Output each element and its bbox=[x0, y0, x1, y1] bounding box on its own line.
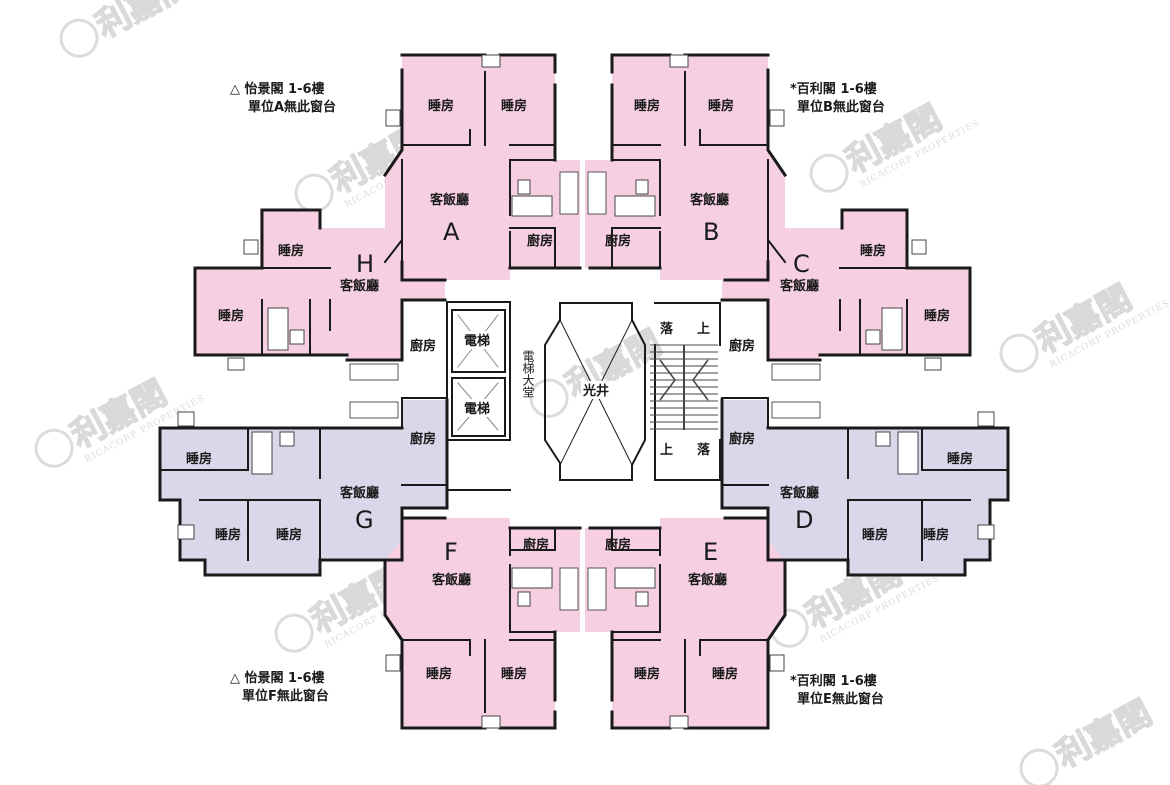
unit-f-kitchen: 廚房 bbox=[523, 537, 549, 553]
lift-2-label: 電梯 bbox=[464, 401, 490, 417]
note-bottom-right-line1: *百利閣 1-6樓 bbox=[790, 673, 877, 689]
unit-d-bedroom-1: 睡房 bbox=[947, 451, 973, 467]
unit-e-bedroom-1: 睡房 bbox=[634, 666, 660, 682]
unit-b-bedroom-1: 睡房 bbox=[634, 98, 660, 114]
unit-g-kitchen: 廚房 bbox=[410, 431, 436, 447]
lift-lobby-label: 電梯大堂 bbox=[521, 350, 535, 398]
unit-f-bedroom-2: 睡房 bbox=[501, 666, 527, 682]
unit-b-bedroom-2: 睡房 bbox=[708, 98, 734, 114]
unit-h-letter: H bbox=[356, 250, 374, 278]
unit-g-bedroom-1: 睡房 bbox=[186, 451, 212, 467]
stair-down-label-1: 落 bbox=[660, 321, 674, 337]
unit-d-floor bbox=[722, 400, 1008, 575]
lift-2-label-bg bbox=[462, 399, 496, 417]
note-top-right-line1: *百利閣 1-6樓 bbox=[790, 81, 877, 97]
unit-c-living: 客飯廳 bbox=[780, 278, 819, 294]
unit-h-kitchen: 廚房 bbox=[410, 338, 436, 354]
walls bbox=[158, 53, 1010, 730]
stair-down-label-2: 落 bbox=[697, 442, 711, 458]
watermark: 利嘉閣 RICACORP PROPERTIES bbox=[999, 277, 1170, 373]
unit-c-letter: C bbox=[793, 250, 810, 278]
note-bottom-right-line2: 單位E無此窗台 bbox=[797, 691, 884, 707]
unit-g-floor bbox=[160, 400, 447, 575]
unit-d-living: 客飯廳 bbox=[780, 485, 819, 501]
unit-g-bedroom-3: 睡房 bbox=[276, 527, 302, 543]
unit-b-kitchen: 廚房 bbox=[605, 233, 631, 249]
unit-a-letter: A bbox=[443, 218, 460, 246]
lift-1-label: 電梯 bbox=[464, 333, 490, 349]
note-top-right-line2: 單位B無此窗台 bbox=[797, 99, 885, 115]
unit-h-floor bbox=[195, 210, 445, 360]
svg-text:利嘉閣: 利嘉閣 bbox=[1050, 693, 1159, 776]
unit-e-kitchen: 廚房 bbox=[605, 537, 631, 553]
unit-a-kitchen: 廚房 bbox=[527, 233, 553, 249]
unit-b-letter: B bbox=[703, 218, 719, 246]
window-boxes bbox=[177, 54, 995, 729]
watermark: 利嘉閣 bbox=[1019, 692, 1159, 785]
unit-g-letter: G bbox=[355, 506, 374, 534]
unit-d-bedroom-2: 睡房 bbox=[862, 527, 888, 543]
svg-text:利嘉閣: 利嘉閣 bbox=[90, 0, 199, 46]
unit-f-bedroom-1: 睡房 bbox=[426, 666, 452, 682]
lift-1-label-bg bbox=[462, 331, 496, 349]
stair-up-label-1: 上 bbox=[697, 322, 710, 337]
unit-d-letter: D bbox=[795, 506, 813, 534]
watermark: 利嘉閣 bbox=[59, 0, 199, 58]
unit-c-bedroom-1: 睡房 bbox=[860, 243, 886, 259]
unit-g-living: 客飯廳 bbox=[340, 485, 379, 501]
unit-h-bedroom-2: 睡房 bbox=[218, 308, 244, 324]
unit-a-floor bbox=[385, 55, 580, 280]
stair-up-label-2: 上 bbox=[660, 443, 673, 458]
unit-h-bedroom-1: 睡房 bbox=[278, 243, 304, 259]
stair-treads bbox=[650, 344, 718, 430]
floor-fills bbox=[160, 55, 1008, 728]
unit-a-bedroom-2: 睡房 bbox=[501, 98, 527, 114]
unit-f-living: 客飯廳 bbox=[432, 572, 471, 588]
note-bottom-left-line2: 單位F無此窗台 bbox=[242, 688, 329, 704]
unit-e-living: 客飯廳 bbox=[688, 572, 727, 588]
note-top-left-line2: 單位A無此窗台 bbox=[248, 99, 336, 115]
unit-h-living: 客飯廳 bbox=[340, 278, 379, 294]
unit-b-floor bbox=[585, 55, 785, 280]
unit-e-bedroom-2: 睡房 bbox=[712, 666, 738, 682]
lightwell-label-bg bbox=[581, 381, 615, 399]
unit-c-bedroom-2: 睡房 bbox=[924, 308, 950, 324]
lightwell-label: 光井 bbox=[582, 383, 609, 399]
unit-c-kitchen: 廚房 bbox=[729, 338, 755, 354]
unit-e-letter: E bbox=[703, 538, 718, 566]
unit-f-letter: F bbox=[444, 538, 458, 566]
note-bottom-left-line1: △ 怡景閣 1-6樓 bbox=[230, 670, 325, 686]
bathroom-fixtures bbox=[251, 179, 919, 607]
unit-d-kitchen: 廚房 bbox=[729, 431, 755, 447]
unit-g-bedroom-2: 睡房 bbox=[215, 527, 241, 543]
unit-a-living: 客飯廳 bbox=[430, 192, 469, 208]
unit-a-bedroom-1: 睡房 bbox=[428, 98, 454, 114]
unit-d-bedroom-3: 睡房 bbox=[923, 527, 949, 543]
unit-b-living: 客飯廳 bbox=[690, 192, 729, 208]
grills bbox=[349, 171, 821, 611]
note-top-left-line1: △ 怡景閣 1-6樓 bbox=[230, 81, 325, 97]
